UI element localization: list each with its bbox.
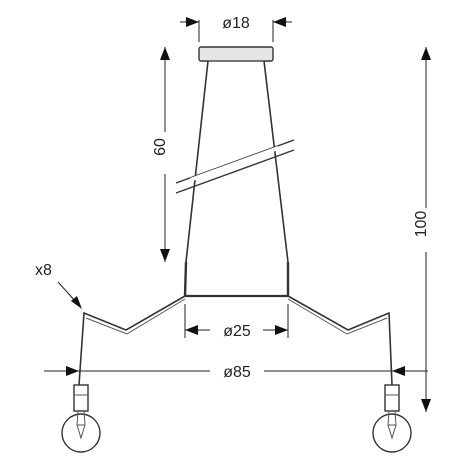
canopy-diameter-label: ø18 — [222, 15, 250, 32]
dimension-drop: 60 — [152, 47, 170, 262]
total-height-label: 100 — [413, 211, 430, 238]
center-ring-diameter-label: ø25 — [223, 323, 251, 340]
arm-count-callout: x8 — [35, 262, 82, 309]
dimension-canopy: ø18 — [180, 15, 292, 42]
left-bulb — [61, 410, 101, 453]
length-break-mark — [175, 139, 295, 194]
drop-length-label: 60 — [152, 138, 169, 156]
arm-count-label: x8 — [35, 262, 52, 279]
lamp-arms — [78, 295, 393, 386]
dimension-center-ring: ø25 — [184, 304, 289, 340]
overall-diameter-label: ø85 — [223, 364, 251, 381]
ceiling-canopy — [198, 46, 274, 62]
right-bulb — [372, 410, 412, 453]
left-lamp-socket — [73, 384, 89, 412]
right-lamp-socket — [384, 384, 400, 412]
dimension-overall: ø85 — [44, 364, 428, 381]
suspension-rods — [183, 60, 290, 297]
dimension-height: 100 — [413, 47, 431, 412]
